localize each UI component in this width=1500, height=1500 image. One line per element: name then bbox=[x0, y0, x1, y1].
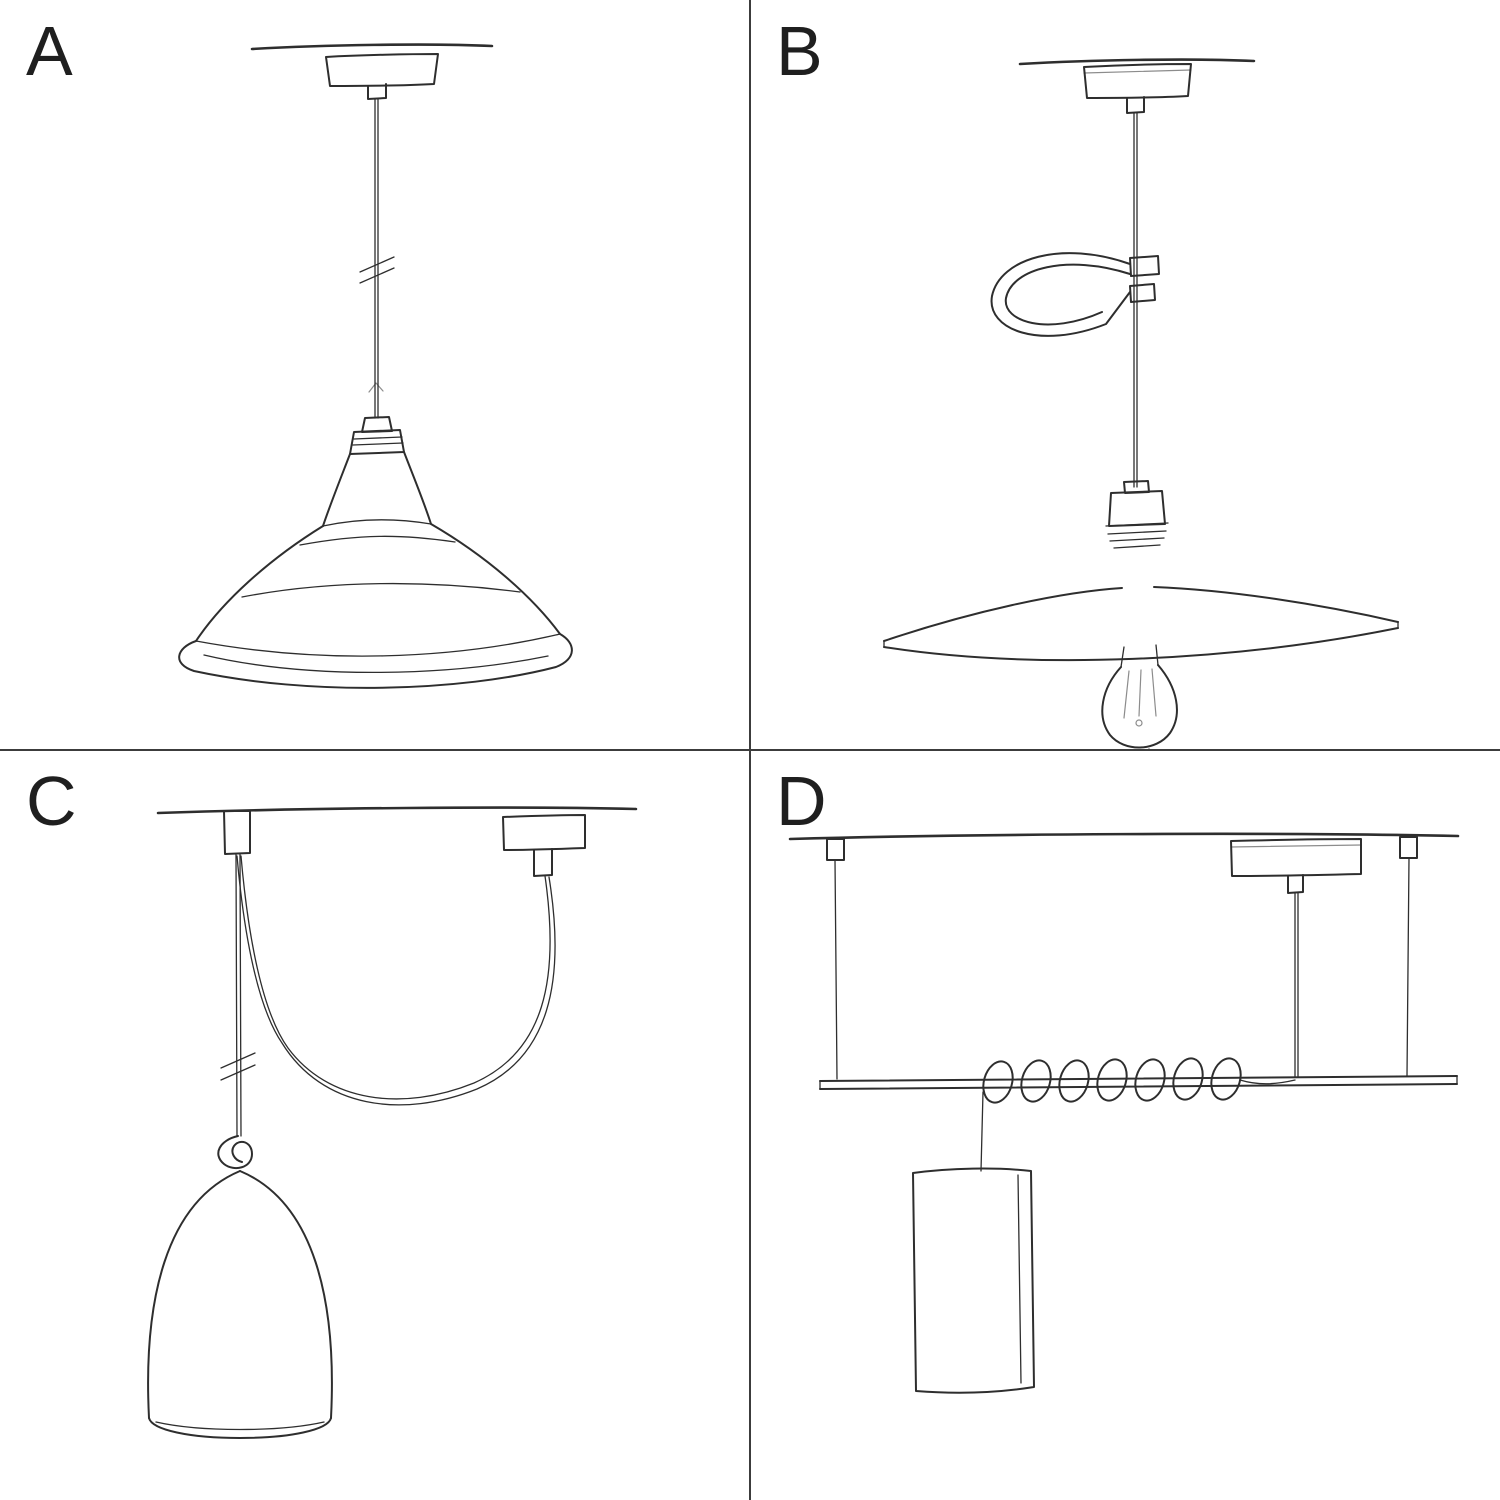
ceiling-line bbox=[788, 832, 1460, 841]
panel-d-label: D bbox=[776, 762, 828, 840]
ceiling-line bbox=[250, 43, 494, 51]
panel-b-label: B bbox=[776, 12, 824, 90]
drop-cord bbox=[980, 1091, 984, 1172]
panel-a-label: A bbox=[26, 12, 74, 90]
pendant-cord bbox=[1133, 112, 1138, 488]
ceiling-rose bbox=[1230, 838, 1362, 894]
rose-cord bbox=[1294, 892, 1299, 1078]
horizontal-bar bbox=[819, 1075, 1458, 1090]
light-bulb bbox=[1101, 644, 1178, 750]
cable-clip bbox=[990, 252, 1160, 337]
lamp-holder bbox=[322, 416, 432, 527]
bar-pendant-sketch bbox=[788, 832, 1460, 1394]
drop-cord bbox=[220, 853, 256, 1137]
ceiling-rose bbox=[1083, 63, 1192, 114]
lamp-holder bbox=[1105, 480, 1169, 549]
wrapped-cord-coils bbox=[982, 1057, 1296, 1104]
bell-shade bbox=[147, 1170, 333, 1439]
swag-pendant-sketch bbox=[147, 806, 638, 1439]
right-suspension bbox=[1399, 836, 1418, 1077]
cord-knot bbox=[217, 1135, 253, 1170]
panel-c-label: C bbox=[26, 762, 78, 840]
pendant-cord bbox=[359, 98, 395, 419]
panel-d: D bbox=[750, 750, 1500, 1500]
industrial-pendant-sketch bbox=[178, 43, 573, 689]
ceiling-line bbox=[156, 806, 638, 815]
tube-shade bbox=[912, 1167, 1035, 1394]
left-suspension bbox=[826, 838, 845, 1080]
swag-cord bbox=[236, 855, 556, 1106]
swag-hook bbox=[223, 810, 251, 855]
panel-b: B bbox=[750, 0, 1500, 750]
plate-shade bbox=[883, 586, 1399, 662]
industrial-shade bbox=[178, 523, 573, 689]
panel-a: A bbox=[0, 0, 750, 750]
ceiling-rose bbox=[325, 53, 439, 100]
plate-shade-pendant-sketch bbox=[883, 58, 1399, 750]
panel-c: C bbox=[0, 750, 750, 1500]
ceiling-line bbox=[1018, 58, 1256, 66]
ceiling-rose bbox=[502, 814, 586, 877]
horizontal-divider bbox=[0, 749, 1500, 751]
